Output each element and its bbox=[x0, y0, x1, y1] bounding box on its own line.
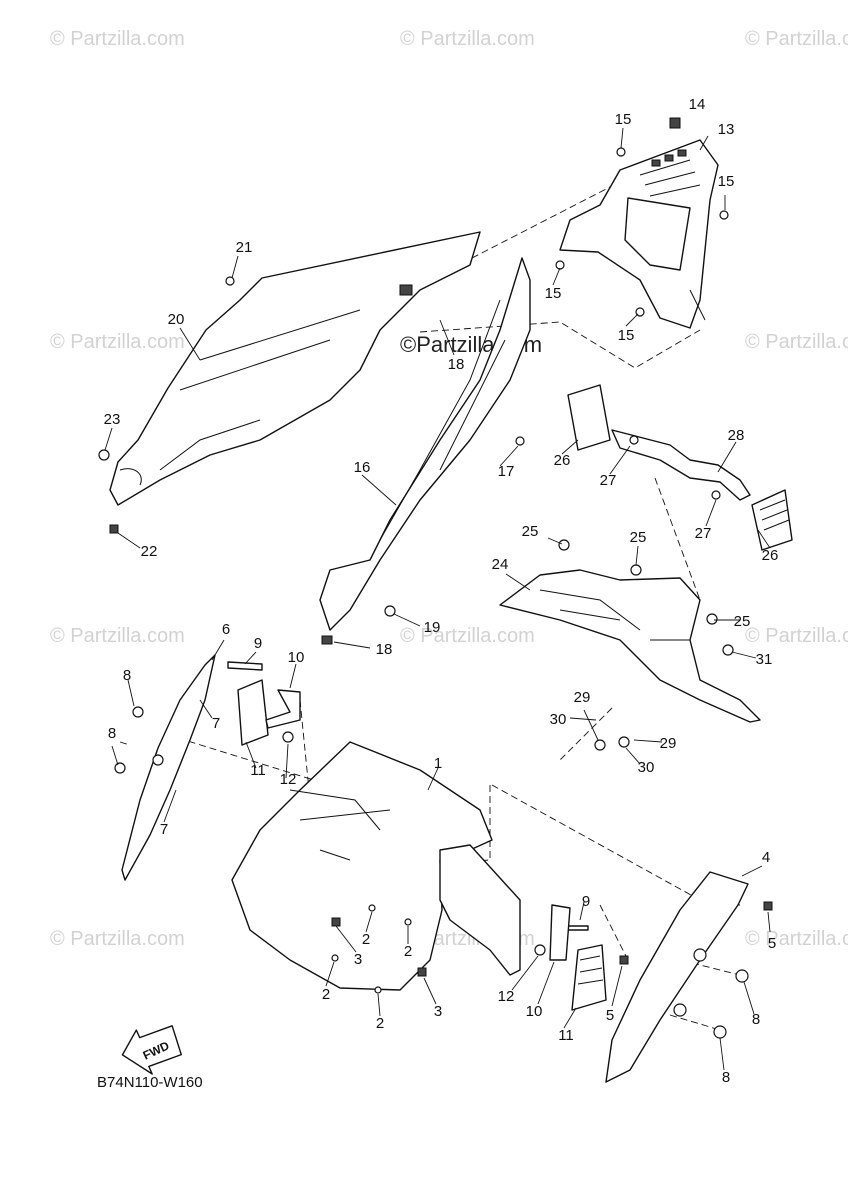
part-11-reflector-upper bbox=[237, 679, 269, 746]
callout-31: 31 bbox=[756, 651, 773, 668]
callout-20: 20 bbox=[168, 311, 185, 328]
callout-27: 27 bbox=[600, 472, 617, 489]
watermark: © Partzilla.com bbox=[745, 28, 848, 50]
callout-2: 2 bbox=[376, 1015, 384, 1032]
callout-17: 17 bbox=[498, 463, 515, 480]
callout-3: 3 bbox=[434, 1003, 442, 1020]
callout-3: 3 bbox=[354, 951, 362, 968]
callout-22: 22 bbox=[141, 543, 158, 560]
callout-21: 21 bbox=[236, 239, 253, 256]
callout-8: 8 bbox=[108, 725, 116, 742]
callout-4: 4 bbox=[762, 849, 770, 866]
watermark: © Partzilla.com bbox=[400, 625, 535, 647]
part-16-inner-panel bbox=[319, 257, 531, 631]
fasteners bbox=[98, 147, 773, 1039]
callout-8: 8 bbox=[123, 667, 131, 684]
callout-8: 8 bbox=[752, 1011, 760, 1028]
callout-25: 25 bbox=[734, 613, 751, 630]
callout-13: 13 bbox=[718, 121, 735, 138]
watermark: © Partzilla.com bbox=[50, 625, 185, 647]
callout-24: 24 bbox=[492, 556, 509, 573]
callout-11: 11 bbox=[250, 762, 266, 779]
callout-12: 12 bbox=[498, 988, 515, 1005]
callout-25: 25 bbox=[630, 529, 647, 546]
part-1-front-fender bbox=[231, 741, 521, 991]
callout-15: 15 bbox=[618, 327, 635, 344]
callout-28: 28 bbox=[728, 427, 745, 444]
callout-26: 26 bbox=[762, 547, 779, 564]
watermark: © Partzilla.com bbox=[50, 28, 185, 50]
callout-7: 7 bbox=[212, 715, 220, 732]
callout-6: 6 bbox=[222, 621, 230, 638]
callout-2: 2 bbox=[322, 986, 330, 1003]
callout-labels: 14 13 15 15 15 15 21 20 18 23 16 17 22 2… bbox=[104, 96, 779, 1086]
callout-7: 7 bbox=[160, 821, 168, 838]
part-6-front-cover-left bbox=[121, 654, 216, 881]
callout-30: 30 bbox=[550, 711, 567, 728]
callout-16: 16 bbox=[354, 459, 371, 476]
callout-10: 10 bbox=[288, 649, 305, 666]
callout-27: 27 bbox=[695, 525, 712, 542]
callout-2: 2 bbox=[362, 931, 370, 948]
callout-11: 11 bbox=[558, 1027, 574, 1044]
part-20-side-cover-left bbox=[109, 231, 481, 506]
callout-2: 2 bbox=[404, 943, 412, 960]
callout-8: 8 bbox=[722, 1069, 730, 1086]
fwd-arrow: FWD bbox=[121, 1025, 182, 1075]
callout-19: 19 bbox=[424, 619, 441, 636]
watermark: © Partzilla.com bbox=[50, 331, 185, 353]
callout-29: 29 bbox=[660, 735, 677, 752]
callout-5: 5 bbox=[606, 1007, 614, 1024]
callout-15: 15 bbox=[545, 285, 562, 302]
callout-14: 14 bbox=[689, 96, 706, 113]
callout-26: 26 bbox=[554, 452, 571, 469]
callout-9: 9 bbox=[254, 635, 262, 652]
part-11-reflector-lower bbox=[571, 944, 607, 1011]
callout-5: 5 bbox=[768, 935, 776, 952]
callout-9: 9 bbox=[582, 893, 590, 910]
callout-18: 18 bbox=[448, 356, 465, 373]
leader-lines bbox=[104, 127, 771, 1071]
callout-15: 15 bbox=[718, 173, 735, 190]
watermark: © Partzilla.com bbox=[50, 928, 185, 950]
diagram-code: B74N110-W160 bbox=[97, 1074, 203, 1091]
part-28-reflector-bracket bbox=[567, 384, 793, 551]
callout-29: 29 bbox=[574, 689, 591, 706]
part-4-front-cover-right bbox=[605, 871, 749, 1083]
callout-25: 25 bbox=[522, 523, 539, 540]
callout-12: 12 bbox=[280, 771, 297, 788]
watermark: © Partzilla.com bbox=[745, 928, 848, 950]
callout-18: 18 bbox=[376, 641, 393, 658]
part-13-bracket bbox=[559, 117, 719, 329]
callout-10: 10 bbox=[526, 1003, 543, 1020]
callout-15: 15 bbox=[615, 111, 632, 128]
part-24-inner-fender bbox=[499, 569, 761, 723]
callout-30: 30 bbox=[638, 759, 655, 776]
watermark: © Partzilla.com bbox=[745, 331, 848, 353]
callout-23: 23 bbox=[104, 411, 121, 428]
watermark: © Partzilla.com bbox=[745, 625, 848, 647]
watermark: © Partzilla.com bbox=[400, 28, 535, 50]
callout-1: 1 bbox=[434, 755, 442, 772]
